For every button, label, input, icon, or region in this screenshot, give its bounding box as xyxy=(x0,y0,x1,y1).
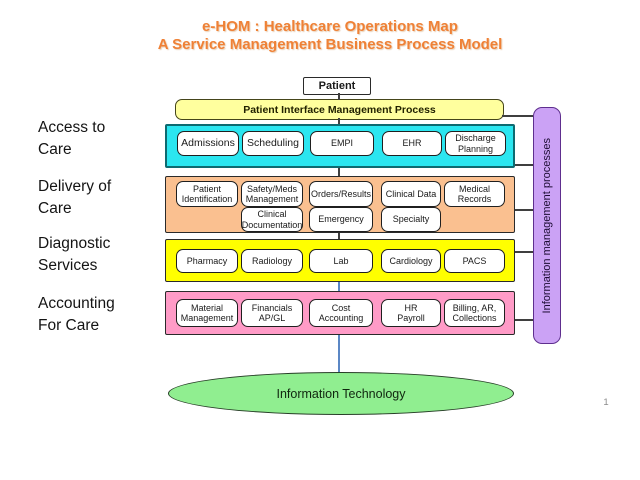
process-box-scheduling: Scheduling xyxy=(242,131,304,156)
process-box-lab: Lab xyxy=(309,249,373,273)
process-box-billing-ar-collections: Billing, AR, Collections xyxy=(444,299,505,327)
patient-box: Patient xyxy=(303,77,371,95)
process-box-pharmacy: Pharmacy xyxy=(176,249,238,273)
category-label-diagnostic-services: Diagnostic Services xyxy=(38,235,111,274)
patient-interface-bar: Patient Interface Management Process xyxy=(175,99,504,120)
category-label-access-to-care: Access to Care xyxy=(38,119,106,158)
process-box-safety-meds-management: Safety/Meds Management xyxy=(241,181,303,207)
process-box-patient-identification: Patient Identification xyxy=(176,181,238,207)
process-box-financials-ap-gl: Financials AP/GL xyxy=(241,299,303,327)
title-line-2: A Service Management Business Process Mo… xyxy=(157,36,503,53)
connector-diagnostic-to-accounting xyxy=(338,282,340,291)
process-box-clinical-documentation: Clinical Documentation xyxy=(241,207,303,232)
connector-bar-to-sidebar xyxy=(502,115,533,117)
process-box-pacs: PACS xyxy=(444,249,505,273)
process-box-admissions: Admissions xyxy=(177,131,239,156)
information-management-processes-bar: Information management processes xyxy=(533,107,561,344)
information-technology-ellipse: Information Technology xyxy=(168,372,514,415)
process-box-radiology: Radiology xyxy=(241,249,303,273)
process-box-clinical-data: Clinical Data xyxy=(381,181,441,207)
connector-accounting-to-it xyxy=(338,335,340,373)
patient-label: Patient xyxy=(318,80,356,92)
connector-accounting-to-sidebar xyxy=(515,319,533,321)
process-box-discharge-planning: Discharge Planning xyxy=(445,131,506,156)
connector-delivery-to-sidebar xyxy=(515,209,533,211)
page-number: 1 xyxy=(603,397,609,408)
process-box-empi: EMPI xyxy=(310,131,374,156)
process-box-hr-payroll: HR Payroll xyxy=(381,299,441,327)
process-box-orders-results: Orders/Results xyxy=(309,181,373,207)
connector-delivery-to-diagnostic xyxy=(338,233,340,239)
slide-title: e-HOM : Healthcare Operations Map A Serv… xyxy=(20,18,640,54)
process-box-specialty: Specialty xyxy=(381,207,441,232)
process-box-material-management: Material Management xyxy=(176,299,238,327)
connector-patient-to-bar xyxy=(338,93,340,100)
row-delivery-of-care: Patient Identification Safety/Meds Manag… xyxy=(165,176,515,233)
connector-access-to-sidebar xyxy=(515,164,533,166)
title-line-1: e-HOM : Healthcare Operations Map xyxy=(202,18,458,35)
row-accounting-for-care: Material Management Financials AP/GL Cos… xyxy=(165,291,515,335)
process-box-cost-accounting: Cost Accounting xyxy=(309,299,373,327)
process-box-cardiology: Cardiology xyxy=(381,249,441,273)
category-label-delivery-of-care: Delivery of Care xyxy=(38,178,112,217)
patient-interface-label: Patient Interface Management Process xyxy=(243,103,436,116)
information-technology-label: Information Technology xyxy=(276,386,406,401)
information-management-processes-label: Information management processes xyxy=(541,137,553,314)
row-access-to-care: Admissions Scheduling EMPI EHR Discharge… xyxy=(165,124,515,168)
connector-diagnostic-to-sidebar xyxy=(515,251,533,253)
process-box-ehr: EHR xyxy=(382,131,442,156)
process-box-emergency: Emergency xyxy=(309,207,373,232)
connector-bar-to-access xyxy=(338,118,340,124)
category-label-accounting-for-care: Accounting For Care xyxy=(38,295,115,334)
connector-access-to-delivery xyxy=(338,168,340,176)
process-box-medical-records: Medical Records xyxy=(444,181,505,207)
row-diagnostic-services: Pharmacy Radiology Lab Cardiology PACS xyxy=(165,239,515,282)
